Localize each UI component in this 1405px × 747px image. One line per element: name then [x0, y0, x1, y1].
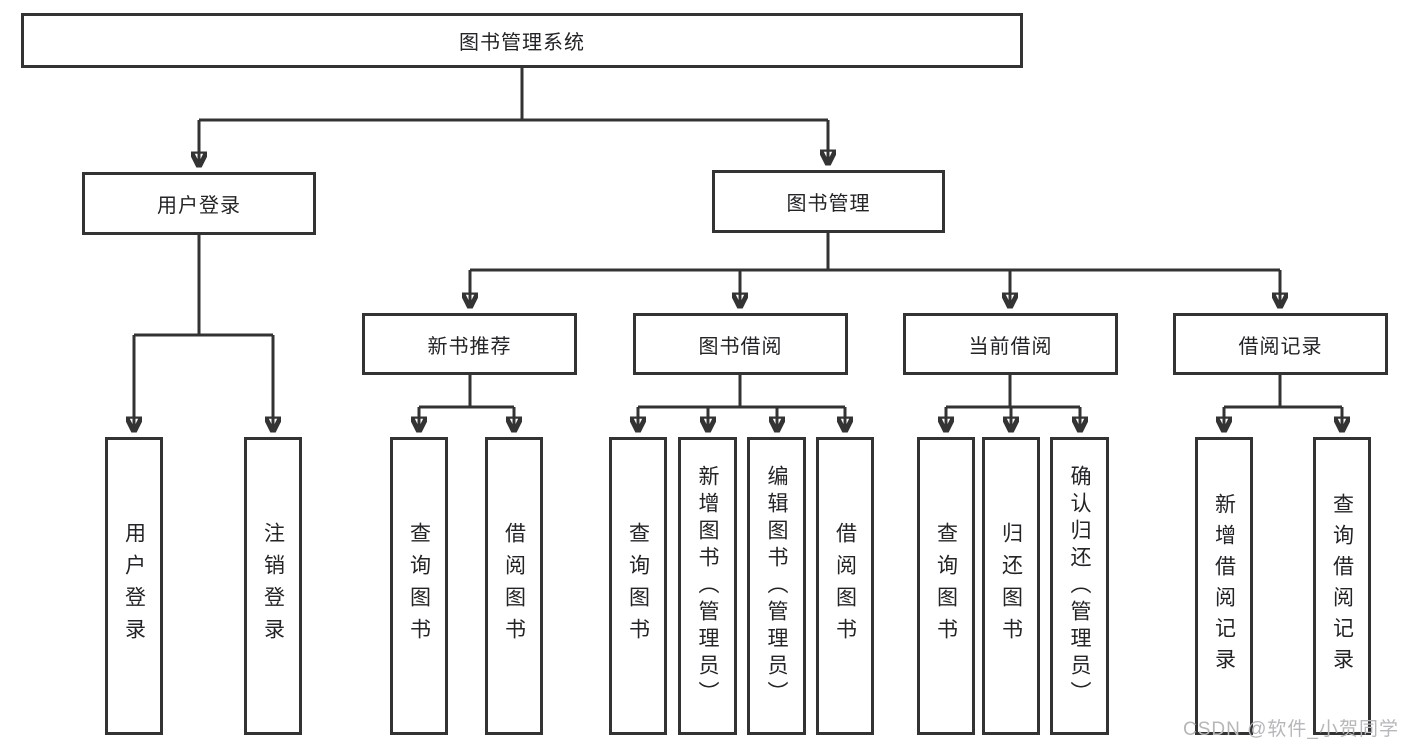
node-book-management: 图书管理	[712, 170, 945, 233]
leaf-query-books-3: 查询图书	[917, 437, 975, 735]
leaf-query-books-1: 查询图书	[390, 437, 448, 735]
leaf-logout-login: 注销登录	[244, 437, 302, 735]
leaf-add-borrow-record: 新增借阅记录	[1195, 437, 1253, 735]
node-current-borrowing: 当前借阅	[903, 313, 1118, 375]
leaf-borrow-books-1: 借阅图书	[485, 437, 543, 735]
leaf-query-borrow-record: 查询借阅记录	[1313, 437, 1371, 735]
leaf-return-books: 归还图书	[982, 437, 1040, 735]
leaf-query-books-2: 查询图书	[609, 437, 667, 735]
node-new-book-recommend: 新书推荐	[362, 313, 577, 375]
watermark: CSDN @软件_小贺同学	[1183, 719, 1399, 740]
leaf-edit-books-admin: 编辑图书（管理员）	[747, 437, 806, 735]
node-borrowing-records: 借阅记录	[1173, 313, 1388, 375]
node-root: 图书管理系统	[21, 13, 1023, 68]
leaf-user-login: 用户登录	[105, 437, 163, 735]
leaf-add-books-admin: 新增图书（管理员）	[678, 437, 737, 735]
node-user-login-branch: 用户登录	[82, 172, 316, 235]
leaf-borrow-books-2: 借阅图书	[816, 437, 874, 735]
node-book-borrowing: 图书借阅	[633, 313, 848, 375]
connector-skeleton	[134, 68, 1342, 409]
leaf-confirm-return-admin: 确认归还（管理员）	[1050, 437, 1109, 735]
